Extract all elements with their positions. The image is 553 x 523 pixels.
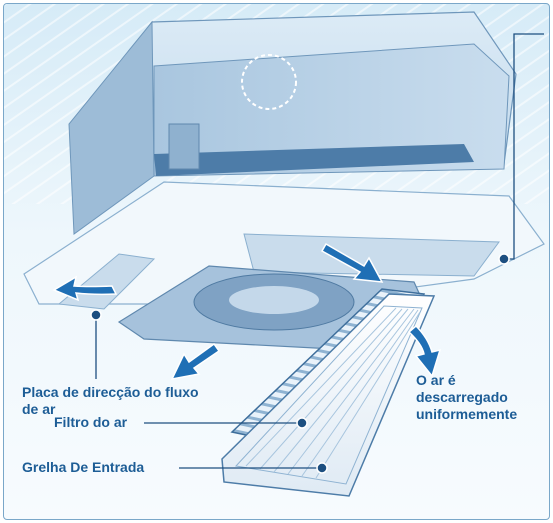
intake-grille bbox=[221, 293, 436, 497]
airflow-arrow-icon bbox=[170, 342, 221, 381]
louver-label-line1: Placa de direcção do fluxo bbox=[22, 384, 199, 400]
intake-grille-label: Grelha De Entrada bbox=[22, 459, 145, 475]
discharge-label-line2: descarregado bbox=[416, 389, 508, 405]
discharge-label: O ar é descarregado uniformemente bbox=[416, 372, 517, 423]
cassette-unit-illustration bbox=[4, 4, 549, 497]
discharge-label-line3: uniformemente bbox=[416, 406, 518, 422]
indoor-unit-body bbox=[68, 11, 517, 235]
leader-dot-icon bbox=[498, 253, 510, 265]
louver-label: Placa de direcção do fluxo de ar bbox=[22, 384, 199, 418]
airflow-arrow-icon bbox=[320, 242, 384, 283]
leader-dot-icon bbox=[90, 309, 102, 321]
leader-dot-icon bbox=[296, 417, 308, 429]
airflow-arrow-icon bbox=[52, 275, 118, 302]
airflow-arrows bbox=[52, 242, 442, 381]
discharge-label-line1: O ar é bbox=[416, 372, 456, 388]
hanger-bracket bbox=[168, 123, 200, 170]
louver-label-line2: de ar bbox=[22, 401, 56, 417]
air-filter-label: Filtro do ar bbox=[54, 414, 128, 430]
illustration-frame: Placa de direcção do fluxo de ar Filtro … bbox=[3, 3, 550, 520]
leader-dot-icon bbox=[316, 462, 328, 474]
knockout-circle bbox=[241, 54, 297, 110]
decoration-panel bbox=[23, 181, 545, 310]
airflow-arrow-icon bbox=[407, 324, 442, 378]
